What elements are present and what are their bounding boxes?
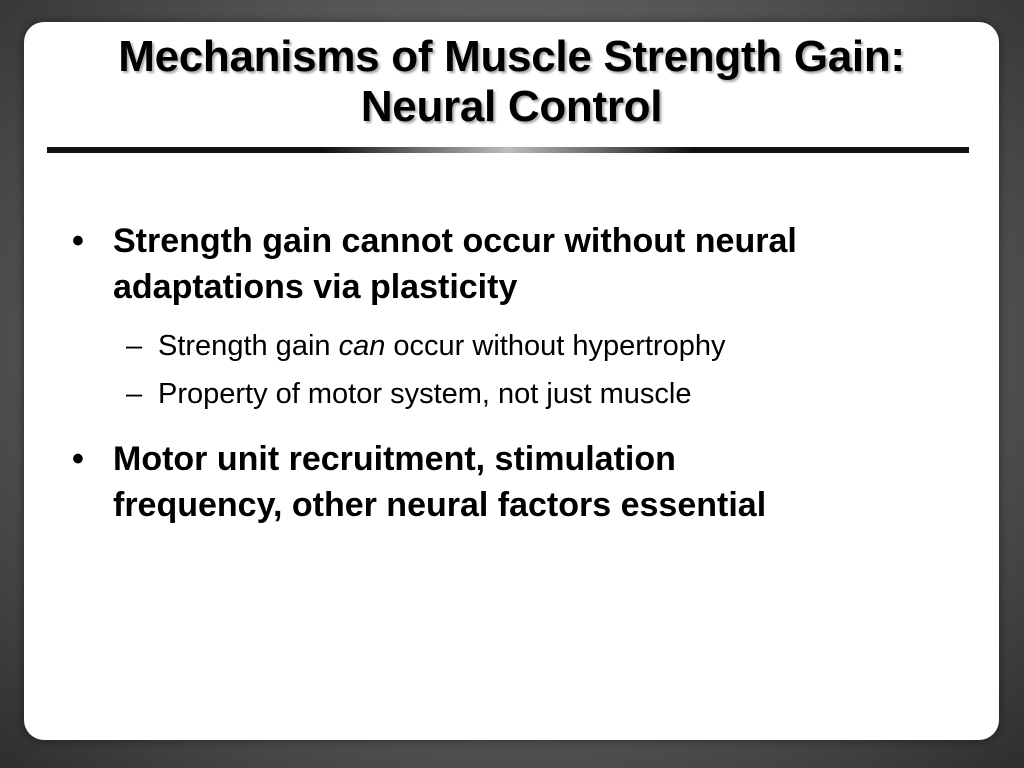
slide-title-line-1: Mechanisms of Muscle Strength Gain: (118, 32, 905, 81)
slide-title: Mechanisms of Muscle Strength Gain: Neur… (24, 32, 999, 132)
sub-bullet-item: – Strength gain can occur without hypert… (72, 322, 972, 370)
bullet-marker: • (72, 222, 84, 260)
sub-bullet-marker: – (126, 330, 143, 362)
sub-bullet-text-after: occur without hypertrophy (385, 330, 726, 362)
sub-bullet-text: Strength gain can occur without hypertro… (158, 330, 725, 362)
bullet-text-line-1: Motor unit recruitment, stimulation (113, 440, 676, 478)
sub-bullet-item: – Property of motor system, not just mus… (72, 370, 972, 418)
bullet-text-line-2: adaptations via plasticity (113, 268, 518, 306)
sub-bullet-emphasis: can (338, 330, 386, 362)
slide-body: • Strength gain cannot occur without neu… (72, 218, 972, 540)
slide-title-line-2: Neural Control (360, 82, 663, 131)
slide-canvas: Mechanisms of Muscle Strength Gain: Neur… (24, 22, 999, 740)
bullet-item: • Motor unit recruitment, stimulation fr… (72, 436, 972, 528)
sub-bullet-text: Property of motor system, not just muscl… (158, 378, 692, 410)
sub-bullet-text-before: Strength gain (158, 330, 339, 362)
bullet-text-line-2: frequency, other neural factors essentia… (113, 486, 767, 524)
bullet-text: Motor unit recruitment, stimulation freq… (113, 440, 766, 524)
sub-bullet-marker: – (126, 378, 143, 410)
bullet-item: • Strength gain cannot occur without neu… (72, 218, 972, 310)
sub-bullet-list: – Strength gain can occur without hypert… (72, 322, 972, 418)
bullet-marker: • (72, 440, 84, 478)
title-divider (47, 147, 969, 153)
bullet-text: Strength gain cannot occur without neura… (113, 222, 797, 306)
bullet-text-line-1: Strength gain cannot occur without neura… (113, 222, 797, 260)
